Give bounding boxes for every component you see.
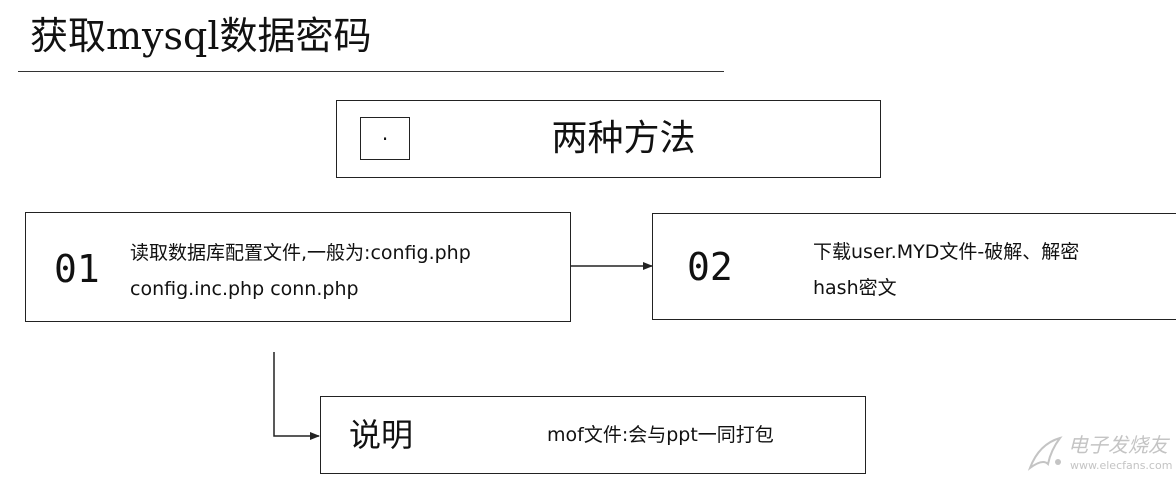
step-01-line-1: 读取数据库配置文件,一般为:config.php <box>130 242 471 264</box>
step-02-line-1: 下载user.MYD文件-破解、解密 <box>813 241 1080 263</box>
step-02-line-2: hash密文 <box>813 277 897 299</box>
step-01-text: 读取数据库配置文件,一般为:config.php config.inc.php … <box>130 235 471 307</box>
bullet-square: · <box>360 117 410 160</box>
step-01-box: 01 读取数据库配置文件,一般为:config.php config.inc.p… <box>25 212 571 322</box>
step-02-text: 下载user.MYD文件-破解、解密 hash密文 <box>813 234 1079 306</box>
title-underline <box>18 71 724 72</box>
bullet-dot: · <box>381 126 389 151</box>
step-02-box: 02 下载user.MYD文件-破解、解密 hash密文 <box>652 213 1176 320</box>
step-02-number: 02 <box>687 245 733 289</box>
watermark-site-cn: 电子发烧友 <box>1068 433 1168 457</box>
watermark-site-url: www.elecfans.com <box>1070 459 1173 472</box>
methods-label: 两种方法 <box>551 118 696 159</box>
page-title: 获取mysql数据密码 <box>30 14 372 58</box>
note-title: 说明 <box>349 416 414 454</box>
methods-box: · 两种方法 <box>336 100 881 178</box>
note-box: 说明 mof文件:会与ppt一同打包 <box>320 396 866 474</box>
step-01-number: 01 <box>54 247 100 291</box>
watermark: 电子发烧友 www.elecfans.com <box>1024 430 1174 478</box>
elecfans-logo-icon <box>1027 436 1063 471</box>
note-text: mof文件:会与ppt一同打包 <box>547 424 774 446</box>
step-01-line-2: config.inc.php conn.php <box>130 278 359 300</box>
arrow-01-to-note <box>273 352 320 440</box>
